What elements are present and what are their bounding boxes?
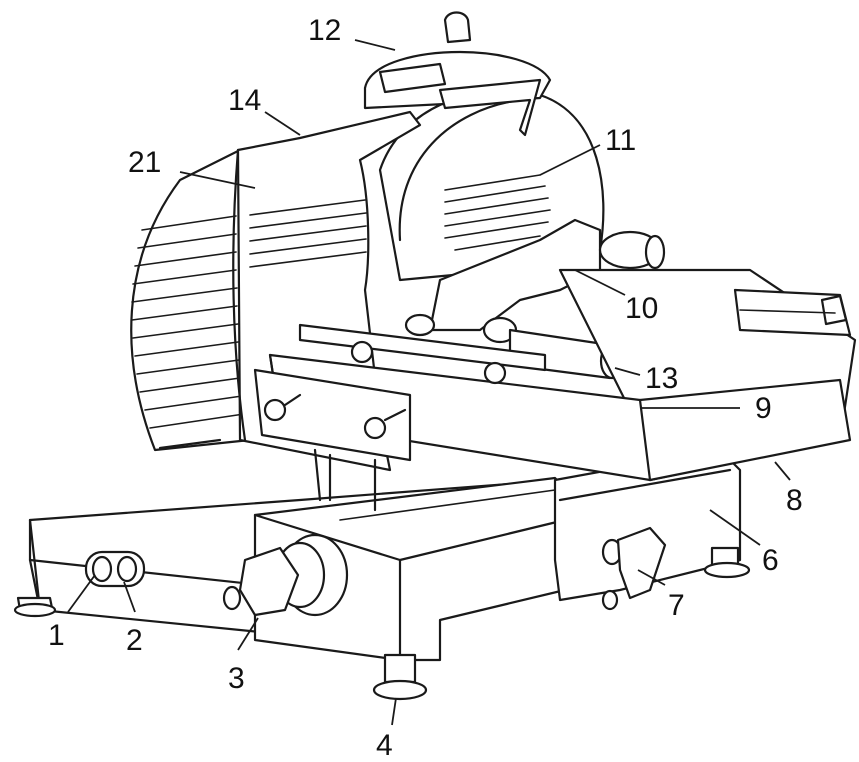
label-1: 1 (48, 619, 65, 652)
top-guard-handle (363, 11, 552, 137)
switch-2-button (116, 555, 138, 583)
label-2: 2 (126, 624, 143, 657)
label-12: 12 (308, 14, 341, 47)
reference-labels: 1 2 3 4 6 7 8 9 10 11 12 13 14 21 (48, 14, 803, 762)
label-3: 3 (228, 662, 245, 695)
carriage-arm (404, 218, 666, 344)
base-body (28, 448, 742, 662)
label-7: 7 (668, 589, 685, 622)
base-feet (13, 546, 751, 701)
thickness-knob (222, 533, 349, 617)
label-21: 21 (128, 146, 161, 179)
carriage-lock-knob (601, 526, 667, 611)
blade-side-cover (130, 148, 252, 452)
label-8: 8 (786, 484, 803, 517)
leader-lines (67, 39, 791, 726)
label-9: 9 (755, 392, 772, 425)
switch-panel (84, 550, 146, 588)
label-14: 14 (228, 84, 261, 117)
label-6: 6 (762, 544, 779, 577)
product-carriage-tray (268, 268, 857, 482)
switch-1-button (91, 555, 113, 583)
label-10: 10 (625, 292, 658, 325)
clamp-plate (253, 323, 547, 512)
label-11: 11 (605, 124, 636, 157)
blade-guard (378, 90, 605, 282)
label-4: 4 (376, 729, 393, 762)
label-13: 13 (645, 362, 678, 395)
